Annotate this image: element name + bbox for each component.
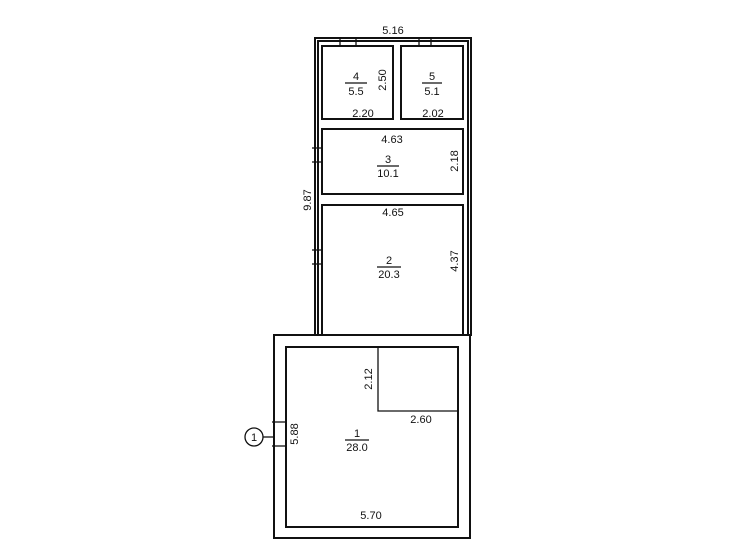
dim-room2-width: 4.65 [382,207,403,219]
room-1: 1 28.0 [272,334,471,539]
dim-room1-width: 5.70 [360,510,381,522]
entrance-marker-label: 1 [251,432,257,444]
dim-room5-width: 2.02 [422,108,443,120]
room-3-number: 3 [385,154,391,166]
room-2-number: 2 [386,255,392,267]
room-4-number: 4 [353,71,359,83]
dim-room3-width: 4.63 [381,134,402,146]
entrance-marker: 1 [244,427,275,447]
room-1-area: 28.0 [346,442,367,454]
dim-room2-height: 4.37 [449,250,461,271]
dim-room1-inner-height: 2.12 [363,368,375,389]
room-4-area: 5.5 [348,86,363,98]
dim-total-length: 9.87 [302,189,314,210]
dim-room1-height: 5.88 [289,423,301,444]
room-4: 4 5.5 [321,45,394,120]
room-5-number: 5 [429,71,435,83]
openings-annex [312,37,432,265]
dim-room4-height: 2.50 [377,69,389,90]
dimension-labels: 5.16 2.50 2.20 2.02 4.63 2.18 9.87 4.65 … [289,25,461,522]
dim-room1-inner-width: 2.60 [410,414,431,426]
room-5: 5 5.1 [400,45,464,120]
room-3-area: 10.1 [377,168,398,180]
dim-top-width: 5.16 [382,25,403,37]
dim-room3-height: 2.18 [449,150,461,171]
dim-room4-width: 2.20 [352,108,373,120]
room-2-area: 20.3 [378,269,399,281]
room-5-area: 5.1 [424,86,439,98]
room-1-number: 1 [354,428,360,440]
room-2: 2 20.3 [321,204,464,335]
